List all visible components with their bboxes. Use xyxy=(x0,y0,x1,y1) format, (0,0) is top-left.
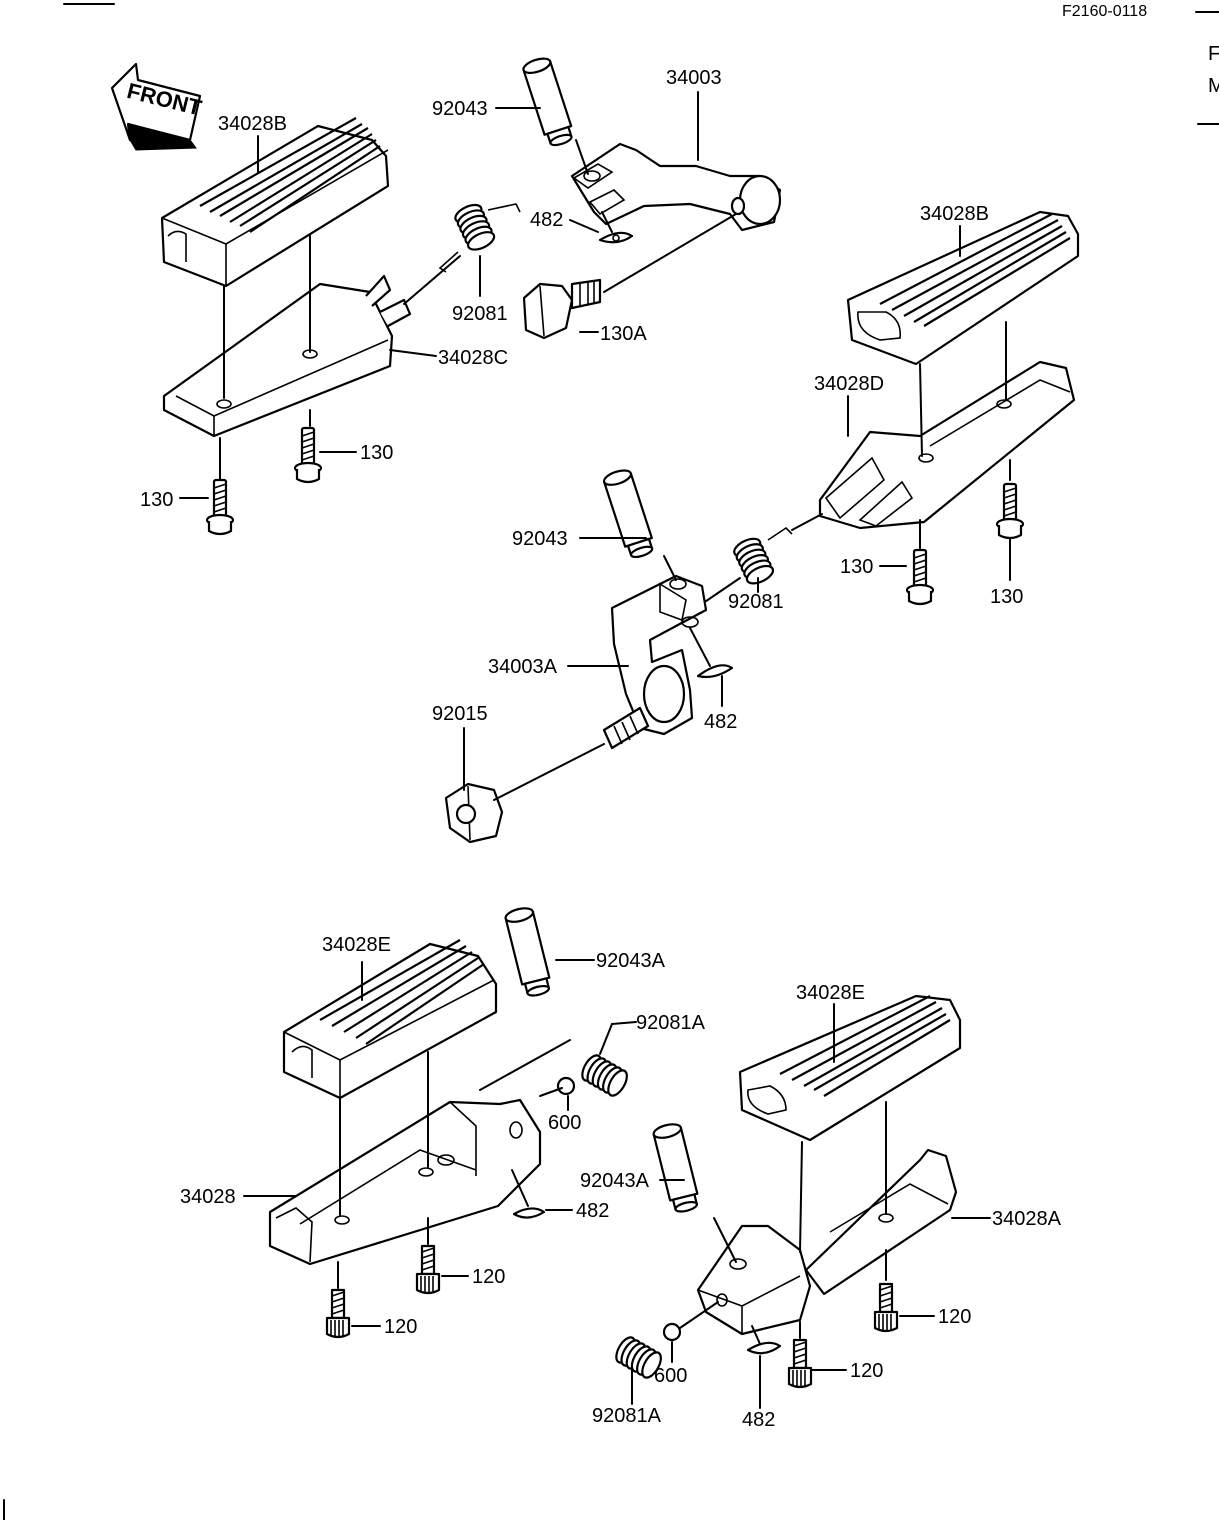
callout-130-c: 130 xyxy=(840,556,873,578)
footpeg-bracket-34028 xyxy=(268,1098,542,1266)
callout-34028D: 34028D xyxy=(814,373,884,395)
callout-130A: 130A xyxy=(600,323,647,345)
callout-34028: 34028 xyxy=(180,1186,236,1208)
pin-92043A-left xyxy=(503,904,554,1000)
spring-92081-middle xyxy=(730,526,793,589)
callout-482-lower-right: 482 xyxy=(742,1409,775,1431)
footpeg-rubber-34028E-right xyxy=(738,994,962,1142)
screw-120-d xyxy=(787,1338,813,1389)
nut-92015 xyxy=(444,782,504,844)
callout-120-b: 120 xyxy=(384,1316,417,1338)
clip-482-lower-right xyxy=(746,1341,782,1355)
callout-482-lower-left: 482 xyxy=(576,1200,609,1222)
callout-120-a: 120 xyxy=(472,1266,505,1288)
screw-120-a xyxy=(325,1288,351,1339)
footpeg-bracket-34028A xyxy=(696,1148,958,1336)
leader-lines xyxy=(179,91,1011,1409)
callout-482-middle: 482 xyxy=(704,711,737,733)
footpeg-arm-34003 xyxy=(570,142,782,232)
screw-120-c xyxy=(873,1282,899,1333)
bolt-130-d xyxy=(995,482,1025,540)
bolt-130-a xyxy=(205,478,235,536)
margin-char-2: M xyxy=(1208,75,1219,97)
margin-char-1: F xyxy=(1208,43,1219,65)
footpeg-bracket-34028D xyxy=(818,360,1076,530)
callout-34028C: 34028C xyxy=(438,347,508,369)
callout-34003: 34003 xyxy=(666,67,722,89)
callout-92043-middle: 92043 xyxy=(512,528,568,550)
callout-92015: 92015 xyxy=(432,703,488,725)
front-arrow-icon: FRONT xyxy=(110,62,205,151)
callout-92081A-left: 92081A xyxy=(636,1012,706,1034)
footpeg-rubber-34028E-left xyxy=(282,939,498,1100)
bolt-130-b xyxy=(293,426,323,484)
callout-92043A-right: 92043A xyxy=(580,1170,650,1192)
pin-92043A-right xyxy=(651,1120,702,1216)
pin-92043-upper xyxy=(520,54,577,150)
callout-130-d: 130 xyxy=(990,586,1023,608)
callout-130-b: 130 xyxy=(360,442,393,464)
callout-92043A-left: 92043A xyxy=(596,950,666,972)
callout-92081A-right: 92081A xyxy=(592,1405,662,1427)
bolt-130A xyxy=(522,278,602,340)
diagram-ref-code: F2160-0118 xyxy=(1062,3,1147,20)
footpeg-rubber-34028B-right xyxy=(846,210,1080,366)
ball-600-left xyxy=(556,1076,576,1096)
footpeg-arm-34003A xyxy=(602,574,708,750)
screw-120-b xyxy=(415,1244,441,1295)
bolt-130-c xyxy=(905,548,935,606)
callout-600-right: 600 xyxy=(654,1365,687,1387)
callout-92081-middle: 92081 xyxy=(728,591,784,613)
ball-600-right xyxy=(662,1322,682,1342)
callout-labels: 34003 92043 482 34028B 92081 130A 34028C… xyxy=(140,67,1062,1431)
callout-130-a: 130 xyxy=(140,489,173,511)
callout-92081-upper: 92081 xyxy=(452,303,508,325)
footpeg-rubber-34028B-left xyxy=(160,117,390,288)
clip-482-middle xyxy=(696,664,734,679)
footpeg-bracket-34028C xyxy=(162,274,412,438)
callout-600-left: 600 xyxy=(548,1112,581,1134)
callout-34028B-left: 34028B xyxy=(218,113,287,135)
pin-92043-middle xyxy=(601,466,658,562)
clip-482-lower-left xyxy=(512,1207,546,1219)
clip-482-upper xyxy=(598,231,634,244)
callout-120-d: 120 xyxy=(850,1360,883,1382)
callout-34028E-left: 34028E xyxy=(322,934,391,956)
spring-92081A-left xyxy=(577,1051,632,1100)
callout-92043-upper: 92043 xyxy=(432,98,488,120)
callout-34028E-right: 34028E xyxy=(796,982,865,1004)
callout-34028A: 34028A xyxy=(992,1208,1062,1230)
callout-34003A: 34003A xyxy=(488,656,558,678)
callout-482-upper: 482 xyxy=(530,209,563,231)
callout-120-c: 120 xyxy=(938,1306,971,1328)
callout-34028B-right: 34028B xyxy=(920,203,989,225)
